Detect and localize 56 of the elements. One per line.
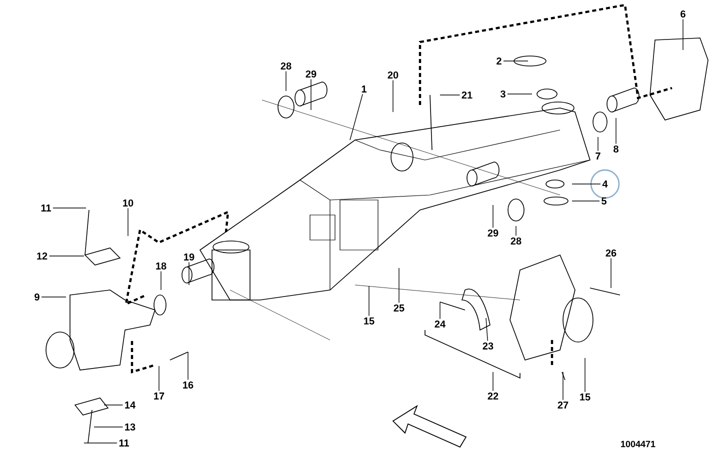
leader-line: [94, 426, 124, 428]
leader-line: [440, 94, 460, 96]
callout-number: 29: [306, 70, 316, 78]
callout-number: 27: [558, 402, 568, 408]
callout-number: 13: [125, 423, 136, 431]
leader-line: [84, 442, 118, 444]
callout-number: 25: [394, 304, 404, 312]
leader-line: [160, 270, 162, 290]
leader-line: [682, 18, 684, 50]
drawing-number: 1004471: [621, 440, 656, 448]
leader-line: [492, 204, 494, 228]
callout-number: 29: [488, 229, 498, 237]
leader-line: [610, 258, 612, 288]
leader-line: [41, 296, 66, 298]
callout-number: 9: [34, 293, 40, 301]
callout-number: 19: [184, 253, 194, 261]
callout-number: 11: [119, 440, 130, 446]
callout-number: 15: [364, 318, 374, 324]
callout-number: 21: [462, 92, 472, 98]
leader-line: [368, 286, 370, 316]
callout-number: 2: [496, 58, 502, 64]
callout-number: 1: [362, 86, 366, 92]
callout-number: 18: [156, 262, 166, 270]
leader-line: [398, 268, 400, 304]
leader-line: [104, 404, 124, 406]
leader-line: [503, 60, 528, 62]
callout-number: 12: [37, 252, 48, 260]
leader-line: [392, 80, 394, 112]
leader-line: [492, 372, 494, 392]
leader-line: [562, 372, 564, 400]
callout-number: 4: [602, 180, 608, 188]
leader-line: [310, 78, 312, 110]
callout-number: 24: [434, 320, 446, 328]
leader-line: [188, 262, 190, 286]
callout-number: 23: [482, 342, 494, 350]
callout-number: 8: [614, 145, 618, 153]
callout-number: 22: [488, 392, 498, 400]
leader-line: [572, 200, 600, 202]
callout-number: 15: [580, 394, 590, 400]
callout-number: 5: [602, 198, 606, 204]
callout-number: 10: [123, 199, 134, 207]
callout-number: 28: [280, 62, 292, 70]
callout-number: 14: [125, 402, 136, 408]
callout-number: 26: [606, 249, 616, 257]
leader-line: [158, 366, 160, 392]
callout-number: 6: [680, 10, 686, 18]
callout-number: 3: [500, 90, 506, 98]
leader-line: [350, 94, 363, 140]
callout-number: 17: [154, 392, 164, 400]
callout-number: 20: [388, 71, 398, 79]
callout-number: 11: [41, 204, 52, 212]
callout-number: 28: [510, 237, 522, 245]
callout-number: 7: [596, 152, 600, 160]
leader-line: [486, 318, 488, 342]
callout-number: 16: [183, 381, 194, 389]
leader-line: [584, 358, 586, 392]
